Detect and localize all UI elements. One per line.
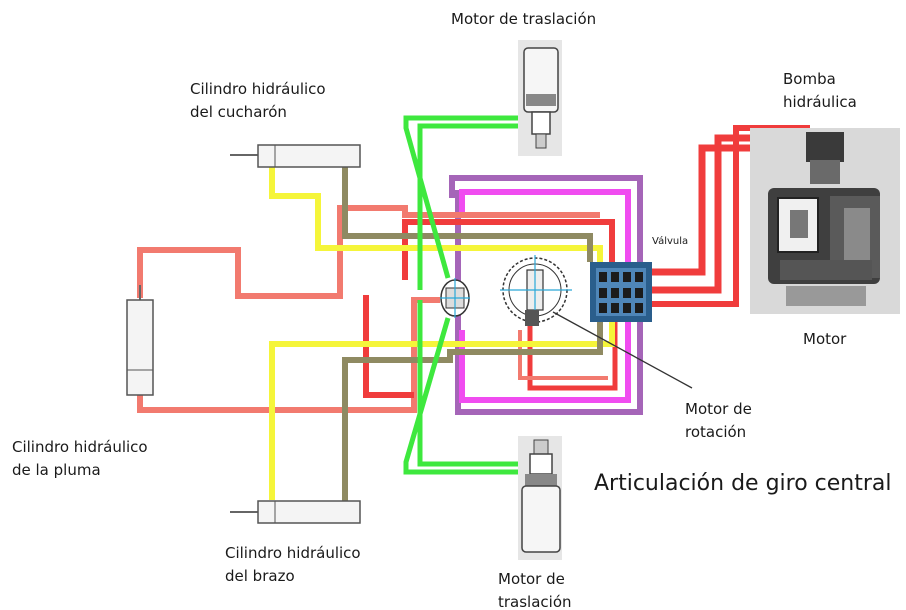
pipe-red-main-2 [363, 295, 414, 398]
label-engine: Motor [803, 330, 847, 348]
travel-motor-top-icon [518, 40, 562, 156]
label-central-swivel-joint: Articulación de giro central [594, 471, 892, 496]
pipe-yellow-bucket [269, 158, 603, 262]
boom-cylinder-icon [126, 285, 154, 396]
travel-motor-bottom-icon [518, 436, 562, 560]
label-bucket-cylinder: Cilindro hidráulico del cucharón [190, 80, 326, 121]
pipe-green-bottom [403, 317, 525, 475]
swing-motor-leader-line [552, 311, 693, 389]
label-travel-motor-top: Motor de traslación [451, 10, 597, 28]
control-valve-icon [590, 262, 652, 322]
pipe-olive-arm [342, 322, 603, 505]
label-hydraulic-pump: Bomba hidráulica [783, 70, 857, 111]
pipe-green-top-2 [417, 123, 525, 290]
pipe-olive-bucket [342, 158, 593, 262]
label-valve: Válvula [652, 236, 689, 247]
pipe-green-bottom-2 [417, 300, 525, 467]
label-swing-motor: Motor de rotación [685, 400, 752, 441]
pipe-salmon-boom [137, 205, 600, 299]
arm-cylinder-icon [230, 500, 361, 524]
pipe-green-top [403, 115, 525, 279]
label-arm-cylinder: Cilindro hidráulico del brazo [225, 544, 361, 585]
hydraulic-pump-engine-icon [750, 128, 900, 314]
label-boom-cylinder: Cilindro hidráulico de la pluma [12, 438, 148, 479]
pipe-salmon-boom-2 [137, 297, 440, 413]
central-swivel-joint-icon [440, 278, 470, 318]
label-travel-motor-bottom: Motor de traslación [498, 570, 572, 610]
swing-motor-icon [500, 255, 572, 326]
bucket-cylinder-icon [230, 144, 361, 168]
